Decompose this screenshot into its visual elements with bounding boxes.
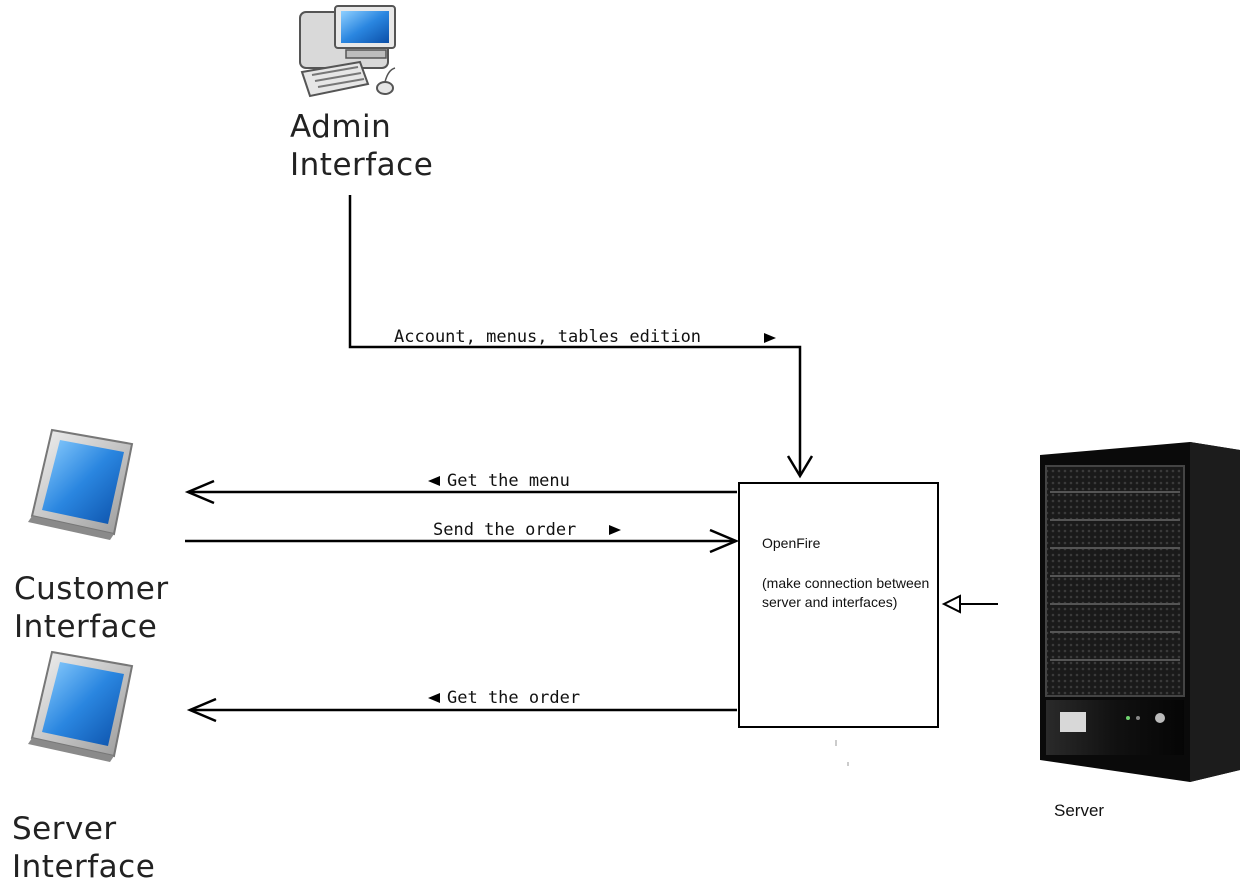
server-tower-icon (1040, 442, 1240, 782)
label-arrowhead (428, 693, 440, 703)
server-label: Server (1054, 801, 1105, 820)
admin-label-line1: Admin (290, 109, 392, 145)
server-interface-label: Server Interface (12, 810, 155, 886)
desktop-computer-icon (299, 5, 396, 98)
get-order-arrow (186, 697, 737, 723)
edge-label-admin: Account, menus, tables edition (394, 327, 702, 347)
openfire-description: (make connection between server and inte… (762, 575, 930, 610)
label-arrowhead (764, 333, 776, 343)
edge-label-get-menu: Get the menu (447, 471, 570, 491)
customer-interface-label: Customer Interface (14, 570, 169, 646)
customer-label-line1: Customer (14, 571, 169, 607)
server-interface-label-line2: Interface (12, 849, 156, 885)
tablet-icon (28, 428, 134, 540)
get-menu-arrow (184, 479, 737, 505)
edge-label-get-order: Get the order (447, 688, 581, 708)
admin-label-line2: Interface (290, 147, 434, 183)
openfire-box (738, 482, 939, 728)
openfire-title: OpenFire (762, 535, 821, 551)
server-to-openfire-arrow (941, 594, 998, 614)
admin-to-openfire-arrow (348, 195, 814, 479)
admin-interface-label: Admin Interface (290, 108, 433, 184)
tablet-icon (28, 650, 134, 762)
edge-label-send-order: Send the order (433, 520, 577, 540)
customer-label-line2: Interface (14, 609, 158, 645)
send-order-arrow (185, 528, 740, 554)
label-arrowhead (609, 525, 621, 535)
label-arrowhead (428, 476, 440, 486)
server-interface-label-line1: Server (12, 811, 117, 847)
